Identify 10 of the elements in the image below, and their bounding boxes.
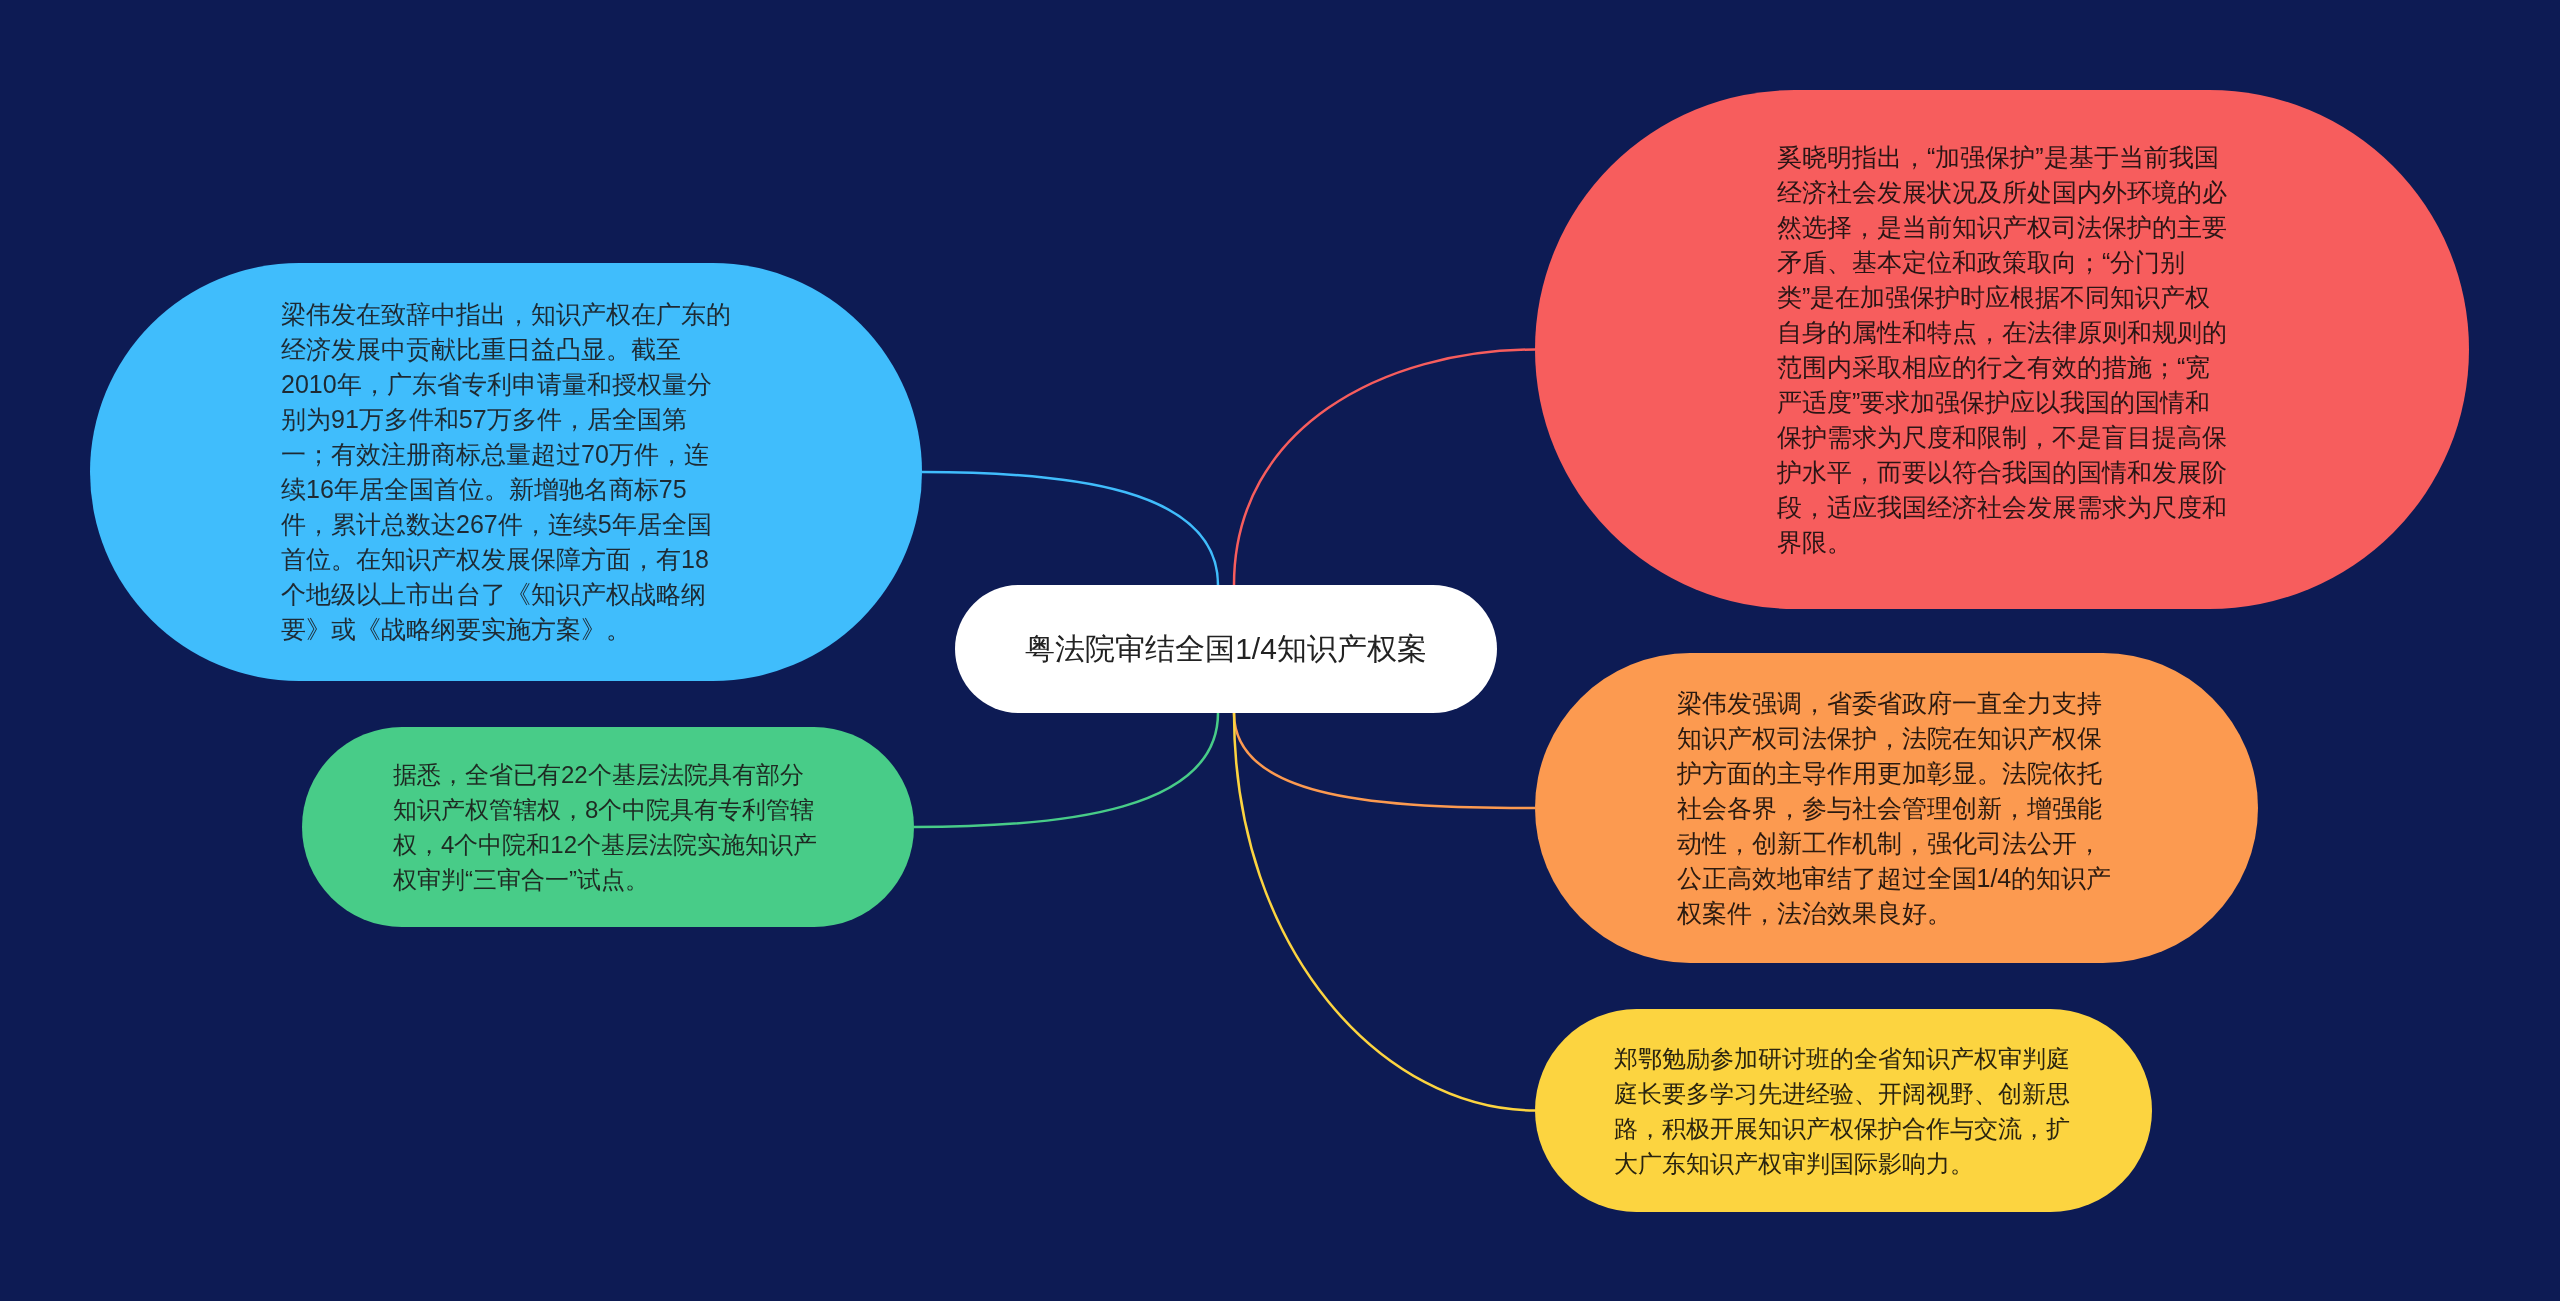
topic-text: 郑鄂勉励参加研讨班的全省知识产权审判庭庭长要多学习先进经验、开阔视野、创新思路，积极开展知识产权保护合作与交流，扩大广东知识产权审判国际影响力。 [1613,1043,2071,1179]
connector-line [914,712,1220,829]
topic-text: 据悉，全省已有22个基层法院具有部分知识产权管辖权，8个中院具有专利管辖权，4个中院和12个基层法院实施知识产权审判“三审合一”试点。 [393,760,819,895]
connector-line [922,470,1220,586]
connector-line [1232,712,1536,1112]
topic-text: 奚晓明指出，“加强保护”是基于当前我国经济社会发展状况及所处国内外环境的必然选择，是当前知识产权司法保护的主要矛盾、基本定位和政策取向；“分门别类”是在加强保护时应根据不同知识产权自身的属性和特点，在法律原则和规则的范围内采取相应的行之有效的措施；“宽严适度”要求加强保护应以我国的国情和保护需求为尺度和限制，不是盲目提高保护水平，而要以符合我国的国情和发展阶段，适应我国经济社会发展需求为尺度和界限。 [1777,141,2227,558]
connector-line [1232,348,1536,586]
topic-text: 梁伟发在致辞中指出，知识产权在广东的经济发展中贡献比重日益凸显。截至2010年，广东省专利申请量和授权量分别为91万多件和57万多件，居全国第一；有效注册商标总量超过70万件，连续16年居全国首位。新增驰名商标75件，累计总数达267件，连续5年居全国首位。在知识产权发展保障方面，有18个地级以上市出台了《知识产权战略纲要》或《战略纲要实施方案》。 [281,299,731,645]
topic-text: 梁伟发强调，省委省政府一直全力支持知识产权司法保护，法院在知识产权保护方面的主导作用更加彰显。法院依托社会各界，参与社会管理创新，增强能动性，创新工作机制，强化司法公开，公正高效地审结了超过全国1/4的知识产权案件，法治效果良好。 [1676,687,2113,929]
topic-text: 粤法院审结全国1/4知识产权案 [1024,631,1428,667]
